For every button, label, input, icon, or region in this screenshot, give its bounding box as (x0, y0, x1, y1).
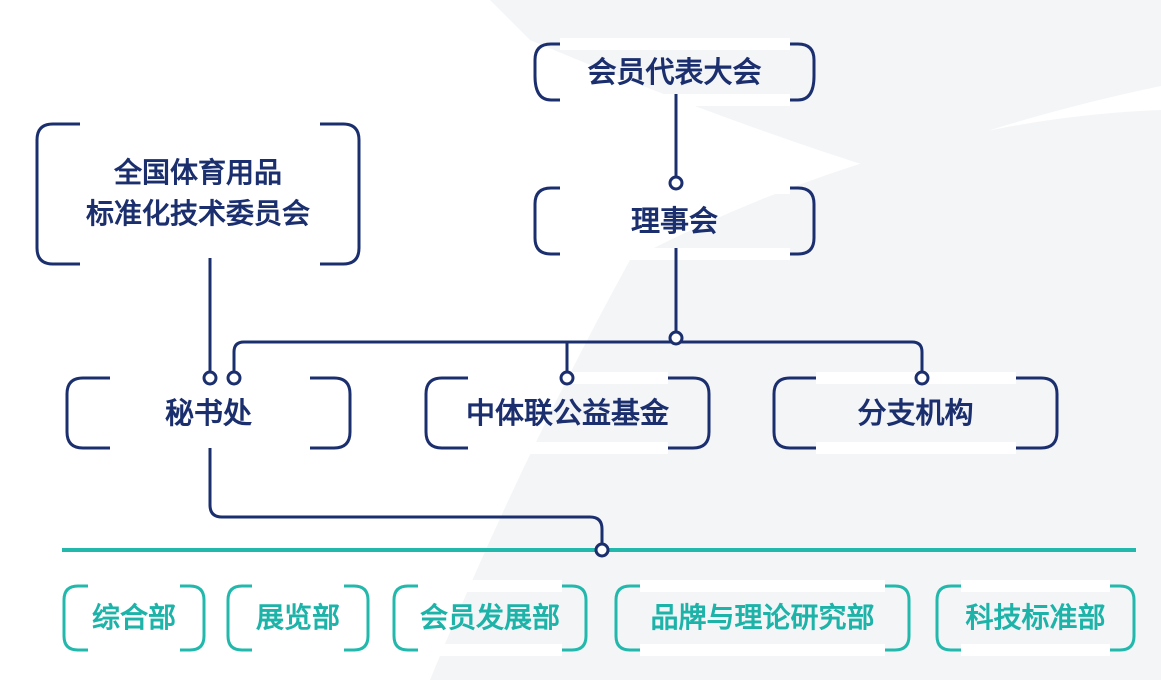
horizontal-bus-line (232, 340, 924, 373)
assembly-node: 会员代表大会 (535, 44, 814, 100)
secretariat-label: 秘书处 (164, 395, 252, 430)
secretariat-to-departments-line (208, 448, 604, 545)
council-top-dot (668, 175, 684, 191)
department-item-3: 品牌与理论研究部 (616, 586, 909, 650)
council-node: 理事会 (535, 188, 814, 254)
assembly-box-outline (533, 42, 816, 102)
branches-label: 分支机构 (857, 395, 974, 430)
committee-node: 全国体育用品 标准化技术委员会 (37, 124, 359, 264)
dept-box-outline-3 (614, 584, 911, 652)
council-label: 理事会 (630, 203, 718, 238)
dept-box-outline-2 (392, 584, 588, 652)
branches-node: 分支机构 (774, 378, 1057, 448)
committee-label-line1: 全国体育用品 (113, 156, 282, 190)
secretariat-node: 秘书处 (67, 378, 350, 448)
foundation-top-dot (559, 370, 575, 386)
foundation-box-outline (424, 376, 711, 450)
committee-box-outline (35, 122, 361, 266)
dept-box-outline-1 (226, 584, 370, 652)
committee-label-line2: 标准化技术委员会 (85, 197, 310, 230)
foundation-node: 中体联公益基金 (426, 378, 709, 448)
dept-box-outline-4 (935, 584, 1136, 652)
secretariat-right-dot (226, 370, 242, 386)
background-band-right (430, 110, 1161, 680)
branches-box-outline (772, 376, 1059, 450)
council-box-outline (533, 186, 816, 256)
departments-junction-dot (594, 542, 610, 558)
department-item-1: 展览部 (228, 586, 368, 650)
department-label: 展览部 (255, 600, 340, 634)
foundation-label: 中体联公益基金 (465, 395, 669, 430)
department-label: 品牌与理论研究部 (650, 600, 875, 634)
assembly-label: 会员代表大会 (587, 54, 762, 89)
department-label: 综合部 (91, 600, 176, 634)
department-item-0: 综合部 (64, 586, 204, 650)
department-label: 会员发展部 (419, 600, 560, 634)
secretariat-box-outline (65, 376, 352, 450)
secretariat-left-dot (202, 370, 218, 386)
department-item-2: 会员发展部 (394, 586, 586, 650)
department-label: 科技标准部 (965, 600, 1106, 634)
bus-junction-dot (668, 330, 684, 346)
dept-box-outline-0 (62, 584, 206, 652)
branches-top-dot (914, 370, 930, 386)
department-item-4: 科技标准部 (937, 586, 1134, 650)
